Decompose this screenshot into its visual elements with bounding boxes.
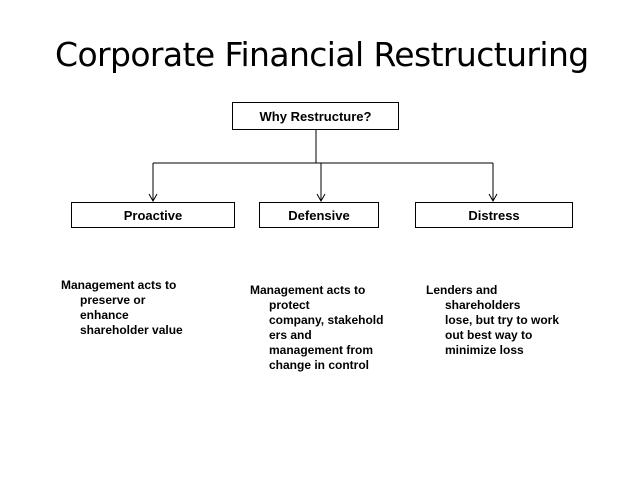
branch-box-defensive: Defensive: [259, 202, 379, 228]
description-proactive: Management acts to preserve or enhance s…: [61, 278, 221, 338]
description-line: shareholder value: [80, 323, 183, 337]
description-line: company, stakehold: [269, 313, 384, 327]
arrowhead-proactive: [148, 193, 158, 203]
arrowhead-distress: [488, 193, 498, 203]
description-line: minimize loss: [445, 343, 524, 357]
slide-title: Corporate Financial Restructuring: [55, 35, 589, 74]
description-line: enhance: [80, 308, 129, 322]
description-defensive: Management acts to protect company, stak…: [250, 283, 420, 373]
branch-label-defensive: Defensive: [288, 207, 350, 223]
description-line: lose, but try to work: [445, 313, 560, 327]
description-line: ers and: [269, 328, 312, 342]
branch-label-proactive: Proactive: [123, 207, 183, 223]
root-box-why-restructure: Why Restructure?: [232, 102, 399, 130]
description-line: shareholders: [445, 298, 521, 312]
branch-box-distress: Distress: [415, 202, 573, 228]
description-line: management from: [269, 343, 374, 357]
description-line: preserve or: [80, 293, 146, 307]
description-line: Management acts to: [61, 278, 177, 292]
arrowhead-defensive: [316, 193, 326, 203]
description-distress: Lenders and shareholders lose, but try t…: [426, 283, 586, 358]
description-line: Management acts to: [250, 283, 366, 297]
branch-box-proactive: Proactive: [71, 202, 235, 228]
description-line: protect: [269, 298, 310, 312]
description-line: change in control: [269, 358, 370, 372]
branch-label-distress: Distress: [468, 207, 520, 223]
description-line: Lenders and: [426, 283, 498, 297]
root-box-label: Why Restructure?: [259, 108, 372, 124]
description-line: out best way to: [445, 328, 533, 342]
